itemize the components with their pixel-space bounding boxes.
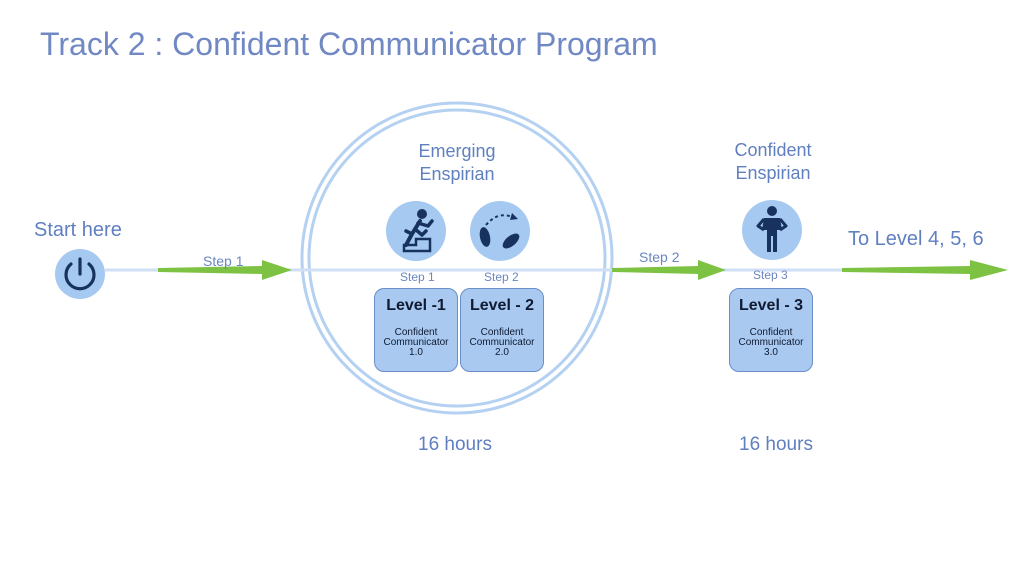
level-description: Confident Communicator 3.0 bbox=[730, 328, 812, 358]
arrow-label-next-levels: To Level 4, 5, 6 bbox=[848, 228, 984, 250]
stage-name-line1: Confident bbox=[734, 140, 812, 160]
stage-ring-outer bbox=[300, 101, 614, 415]
level-desc-line2: Communicator bbox=[383, 337, 449, 348]
level-desc-line2: Communicator bbox=[469, 337, 535, 348]
arrow-step-1 bbox=[158, 260, 292, 280]
power-icon[interactable] bbox=[53, 247, 107, 301]
level-desc-line1: Confident bbox=[394, 327, 438, 338]
step-label-2: Step 2 bbox=[484, 270, 519, 284]
level-title: Level -1 bbox=[386, 297, 446, 314]
arrow-step-2 bbox=[612, 260, 726, 280]
step-label-1: Step 1 bbox=[400, 270, 435, 284]
arrow-next-levels bbox=[842, 260, 1008, 280]
arrow-label-step-1: Step 1 bbox=[203, 253, 244, 269]
level-desc-line1: Confident bbox=[749, 327, 793, 338]
level-desc-line3: 2.0 bbox=[495, 347, 509, 358]
stage-ring-inner bbox=[307, 108, 607, 408]
confident-person-icon bbox=[742, 200, 802, 260]
level-description: Confident Communicator 2.0 bbox=[461, 328, 543, 358]
level-card-1[interactable]: Level -1 Confident Communicator 1.0 bbox=[374, 288, 458, 372]
level-desc-line3: 3.0 bbox=[764, 347, 778, 358]
stage-name-line2: Enspirian bbox=[735, 163, 811, 183]
arrow-label-step-2: Step 2 bbox=[639, 249, 680, 265]
stage-name-emerging: Emerging Enspirian bbox=[397, 140, 517, 186]
level-card-2[interactable]: Level - 2 Confident Communicator 2.0 bbox=[460, 288, 544, 372]
stage-hours-confident: 16 hours bbox=[739, 434, 813, 455]
level-description: Confident Communicator 1.0 bbox=[375, 328, 457, 358]
level-desc-line2: Communicator bbox=[738, 337, 804, 348]
climbing-stairs-icon bbox=[386, 201, 446, 261]
stage-name-line1: Emerging bbox=[418, 141, 496, 161]
level-desc-line3: 1.0 bbox=[409, 347, 423, 358]
stage-hours-emerging: 16 hours bbox=[418, 434, 492, 455]
level-title: Level - 3 bbox=[738, 297, 804, 314]
stage-name-confident: Confident Enspirian bbox=[713, 139, 833, 185]
page-title: Track 2 : Confident Communicator Program bbox=[40, 26, 658, 62]
start-label: Start here bbox=[34, 219, 122, 241]
step-label-3: Step 3 bbox=[753, 268, 788, 282]
level-card-3[interactable]: Level - 3 Confident Communicator 3.0 bbox=[729, 288, 813, 372]
footsteps-icon bbox=[470, 201, 530, 261]
level-desc-line1: Confident bbox=[480, 327, 524, 338]
stage-name-line2: Enspirian bbox=[419, 164, 495, 184]
level-title: Level - 2 bbox=[469, 297, 535, 314]
